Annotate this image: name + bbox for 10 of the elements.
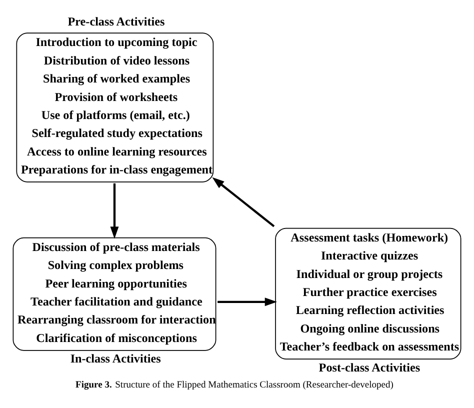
caption: Figure 3. Structure of the Flipped Mathematics Classroom (Researcher-developed) xyxy=(76,380,394,390)
node-label: Post-class Activities xyxy=(318,360,420,374)
node-label: Pre-class Activities xyxy=(68,14,165,28)
node-box: Assessment tasks (Homework) Interactive quizzes Individual or group projects Further practice exercises Learning reflection activities Ongoing online discussions Teacher’s feedback on assessments xyxy=(275,227,462,359)
node-box: Introduction to upcoming topic Distribution of video lessons Sharing of worked examples Provision of worksheets Use of platforms (email, etc.) Self-regulated study expectations Access to online learning resources Preparations for in-class engagement xyxy=(16,32,214,182)
node-box: Discussion of pre-class materials Solving complex problems Peer learning opportunities Teacher facilitation and guidance Rearranging classroom for interaction Clarification of misconceptions xyxy=(12,236,216,350)
arrow xyxy=(110,182,119,238)
arrow xyxy=(212,176,275,227)
node-label: In-class Activities xyxy=(70,351,161,366)
arrow xyxy=(218,297,278,306)
